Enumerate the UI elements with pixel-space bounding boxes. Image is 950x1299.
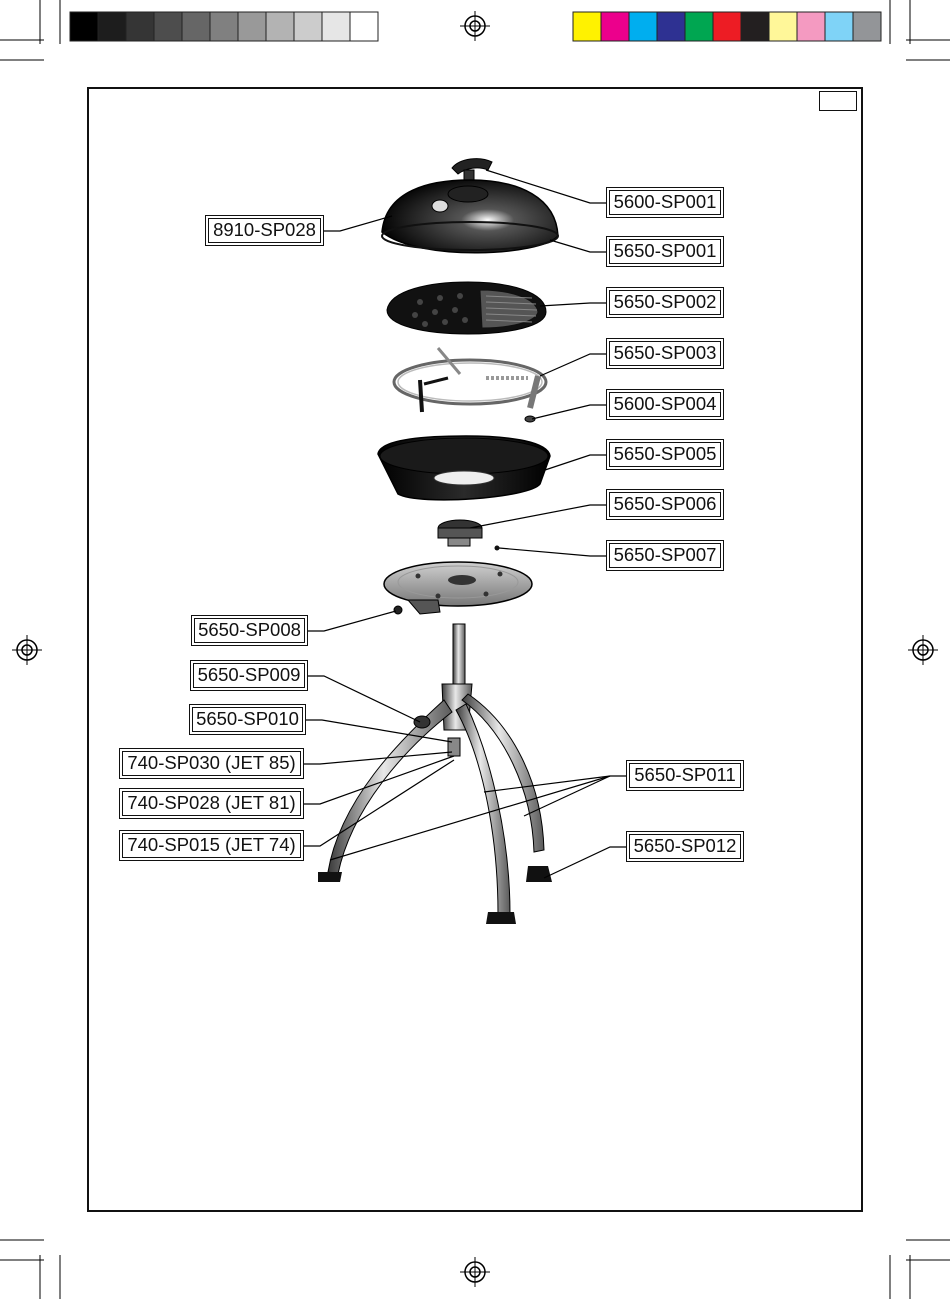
color-swatch	[629, 12, 657, 41]
part-label: 5650-SP007	[606, 540, 724, 571]
part-label: 5650-SP010	[189, 704, 306, 735]
part-label: 5650-SP002	[606, 287, 724, 318]
part-label: 5650-SP012	[626, 831, 744, 862]
knob-part	[394, 606, 402, 614]
part-label: 740-SP015 (JET 74)	[119, 830, 304, 861]
base-plate-part	[384, 562, 532, 614]
color-swatch	[98, 12, 126, 41]
part-label: 5600-SP001	[606, 187, 724, 218]
color-swatch	[126, 12, 154, 41]
lid-part	[382, 180, 558, 253]
color-swatch	[741, 12, 769, 41]
registration-mark-left	[12, 635, 42, 665]
color-swatch	[769, 12, 797, 41]
color-bar	[573, 12, 881, 41]
color-swatch	[210, 12, 238, 41]
page-frame	[88, 88, 862, 1211]
part-label: 5650-SP011	[626, 760, 744, 791]
part-label: 5600-SP004	[606, 389, 724, 420]
burner-cap-part	[438, 520, 482, 546]
gray-scale-bar	[70, 12, 378, 41]
part-label: 8910-SP028	[205, 215, 324, 246]
color-swatch	[322, 12, 350, 41]
color-swatch	[294, 12, 322, 41]
registration-mark-bottom	[460, 1257, 490, 1287]
color-swatch	[825, 12, 853, 41]
color-swatch	[70, 12, 98, 41]
color-swatch	[713, 12, 741, 41]
color-swatch	[266, 12, 294, 41]
color-swatch	[350, 12, 378, 41]
part-label: 5650-SP006	[606, 489, 724, 520]
color-swatch	[657, 12, 685, 41]
part-label: 5650-SP001	[606, 236, 724, 267]
stand-legs-part	[318, 624, 552, 924]
color-swatch	[182, 12, 210, 41]
color-swatch	[853, 12, 881, 41]
part-label: 5650-SP008	[191, 615, 308, 646]
color-swatch	[797, 12, 825, 41]
part-label: 740-SP028 (JET 81)	[119, 788, 304, 819]
registration-mark-right	[908, 635, 938, 665]
color-swatch	[154, 12, 182, 41]
grill-plate-part	[387, 282, 546, 334]
color-swatch	[685, 12, 713, 41]
registration-mark-top	[460, 11, 490, 41]
part-label: 740-SP030 (JET 85)	[119, 748, 304, 779]
page-number-box	[819, 91, 857, 111]
color-swatch	[238, 12, 266, 41]
color-swatch	[573, 12, 601, 41]
part-label: 5650-SP003	[606, 338, 724, 369]
ring-bracket-part	[394, 348, 546, 412]
bowl-part	[378, 436, 550, 500]
part-label: 5650-SP005	[606, 439, 724, 470]
color-swatch	[601, 12, 629, 41]
part-label: 5650-SP009	[190, 660, 308, 691]
small-screw-part	[495, 546, 500, 551]
